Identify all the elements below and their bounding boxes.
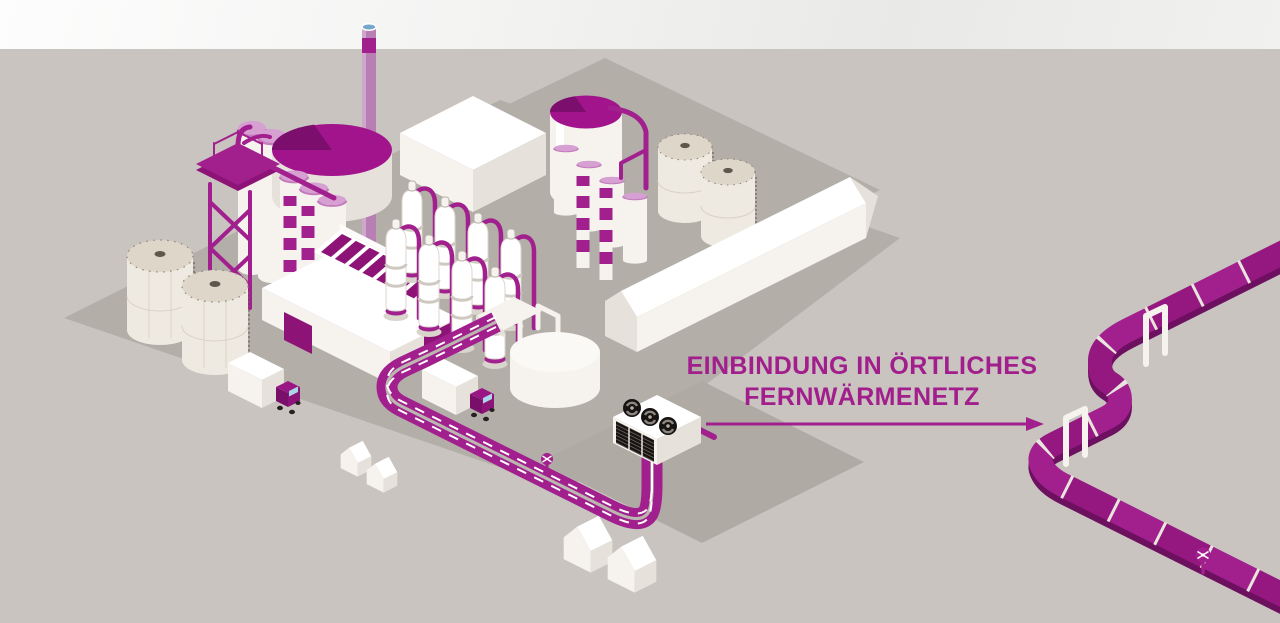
flow-arrow [706,417,1044,431]
grille [616,421,654,462]
small-house [607,535,657,593]
pipeline-wheel-valve [1195,547,1211,575]
round-tank [510,332,600,408]
flat-roof-building [400,96,546,212]
funnel-pipe-branch [619,148,648,180]
heating-pipeline-road [376,297,663,529]
label-line-1: EINBINDUNG IN ÖRTLICHES [686,352,1038,380]
fans [623,399,677,435]
pipeline-valve [541,453,553,475]
funnel-pipe [607,105,649,191]
pipe-support [1143,304,1168,367]
pipe-support [1063,406,1088,467]
exchanger-pipe [697,427,717,440]
long-gabled-warehouse [605,177,878,352]
sky-band [0,0,1280,49]
scaffold-main-pipe [237,148,337,201]
label-line-2: FERNWÄRMENETZ [744,383,980,411]
heat-exchanger-unit [613,395,717,465]
silo-group-right [552,105,649,265]
district-heating-label: EINBINDUNG IN ÖRTLICHES FERNWÄRMENETZ [682,351,1042,413]
scaffold-pipe-2 [242,133,272,145]
district-heating-pipeline [1028,240,1280,614]
scaffold-pipe [235,124,253,149]
factory-door [284,312,312,354]
small-house [563,515,613,573]
